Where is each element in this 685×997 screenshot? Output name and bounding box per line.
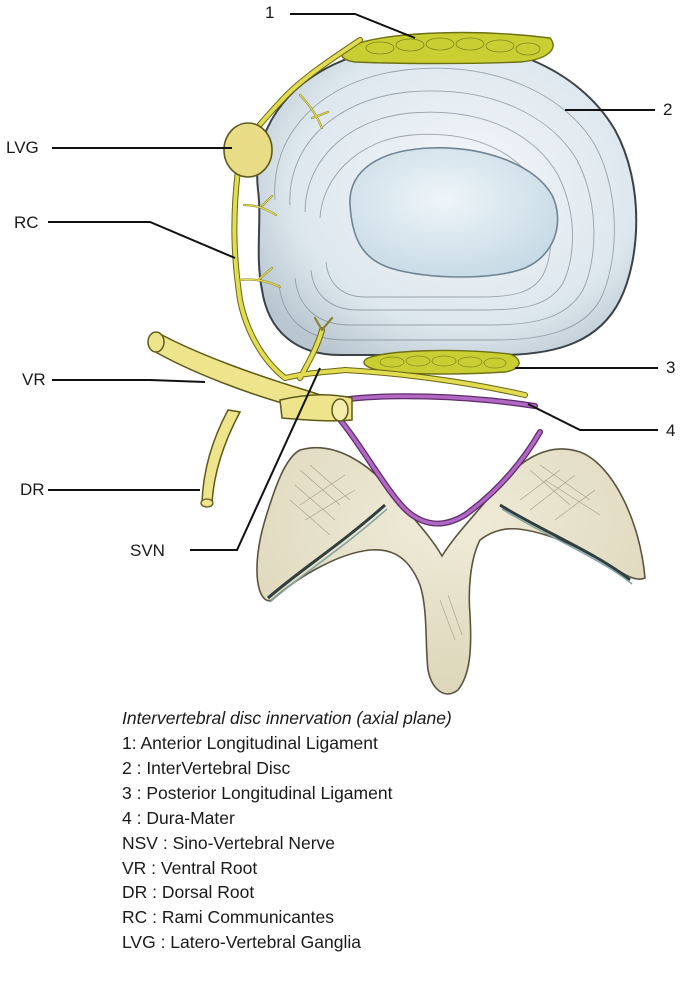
intervertebral-disc xyxy=(256,41,638,356)
legend-item: 4 : Dura-Mater xyxy=(122,807,235,828)
label-dr: DR xyxy=(20,480,45,499)
nerve-network xyxy=(231,37,528,398)
label-anterior-ligament: 1 xyxy=(265,3,275,22)
legend-item: DR : Dorsal Root xyxy=(122,882,255,903)
label-svn: SVN xyxy=(130,541,165,560)
legend-item: 1: Anterior Longitudinal Ligament xyxy=(122,733,378,753)
legend-item: VR : Ventral Root xyxy=(122,857,258,878)
nerve-roots xyxy=(147,331,353,508)
figure-caption: Intervertebral disc innervation (axial p… xyxy=(122,706,662,955)
label-disc: 2 xyxy=(663,100,673,119)
label-rc: RC xyxy=(14,213,39,232)
legend-item: 2 : InterVertebral Disc xyxy=(122,757,291,778)
vertebral-arch xyxy=(256,447,646,695)
legend-item: 3 : Posterior Longitudinal Ligament xyxy=(122,782,393,803)
legend-list: 1: Anterior Longitudinal Ligament 2 : In… xyxy=(122,731,662,955)
label-posterior-ligament: 3 xyxy=(666,358,676,377)
leader-lines xyxy=(48,13,658,551)
legend-item: NSV : Sino-Vertebral Nerve xyxy=(122,832,336,853)
posterior-longitudinal-ligament xyxy=(363,349,520,375)
disc-innervation-diagram xyxy=(48,13,658,695)
legend-item: RC : Rami Communicantes xyxy=(122,907,334,928)
label-dura: 4 xyxy=(666,421,676,440)
label-lvg: LVG xyxy=(6,138,39,157)
legend-item: LVG : Latero-Vertebral Ganglia xyxy=(122,932,361,953)
latero-vertebral-ganglion xyxy=(223,122,273,178)
label-vr: VR xyxy=(22,370,46,389)
caption-title: Intervertebral disc innervation (axial p… xyxy=(122,708,452,728)
anterior-longitudinal-ligament xyxy=(340,31,554,65)
